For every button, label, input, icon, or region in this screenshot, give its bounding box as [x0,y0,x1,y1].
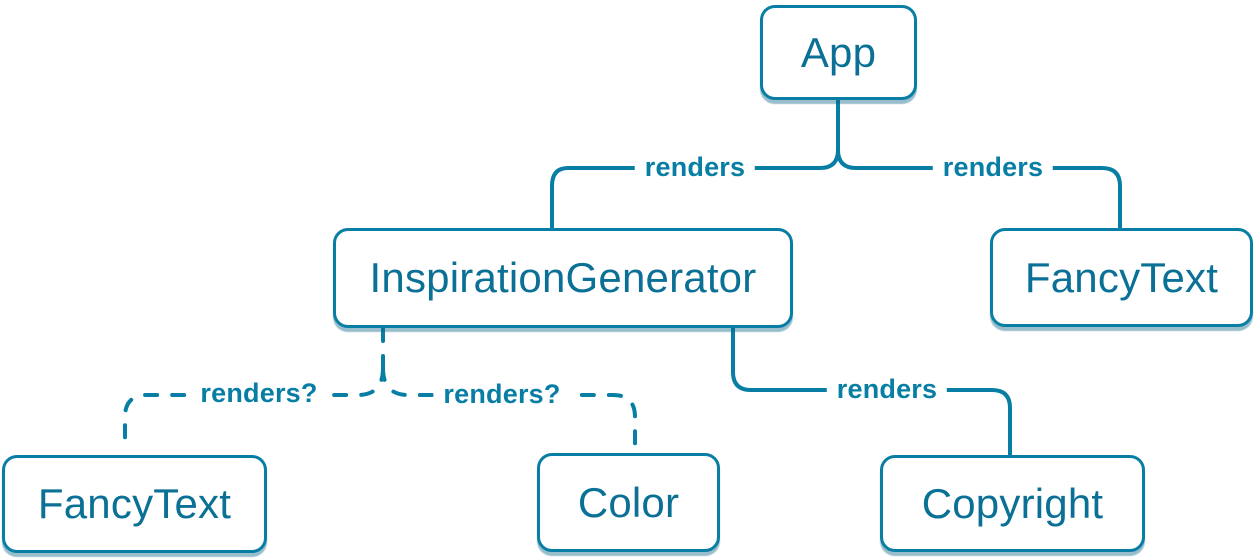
node-inspiration-generator-label: InspirationGenerator [369,254,757,301]
node-fancy-text-top: FancyText [990,228,1253,327]
edge-inspirationgenerator-to-color-conditional [381,366,637,452]
edge-label-renders-conditional-color: renders? [433,379,571,411]
node-copyright-label: Copyright [921,479,1104,527]
edge-label-renders-inspirationgenerator-copyright: renders [826,374,948,406]
node-color-label: Color [577,478,680,526]
node-fancy-text-top-label: FancyText [1024,253,1219,301]
node-app-label: App [800,28,877,76]
node-inspiration-generator: InspirationGenerator [333,228,793,328]
node-fancy-text-bottom: FancyText [2,455,267,553]
edge-inspirationgenerator-to-fancytext-conditional [123,366,385,454]
node-color: Color [537,453,720,552]
node-fancy-text-bottom-label: FancyText [37,480,232,527]
edge-app-to-fancytext [836,148,1122,230]
node-app: App [760,5,917,100]
edge-label-renders-app-inspirationgenerator: renders [634,152,756,184]
node-copyright: Copyright [880,455,1145,552]
edge-app-to-inspirationgenerator [550,148,840,230]
edge-label-renders-app-fancytext: renders [932,152,1054,184]
edge-label-renders-conditional-fancytext: renders? [190,378,328,410]
